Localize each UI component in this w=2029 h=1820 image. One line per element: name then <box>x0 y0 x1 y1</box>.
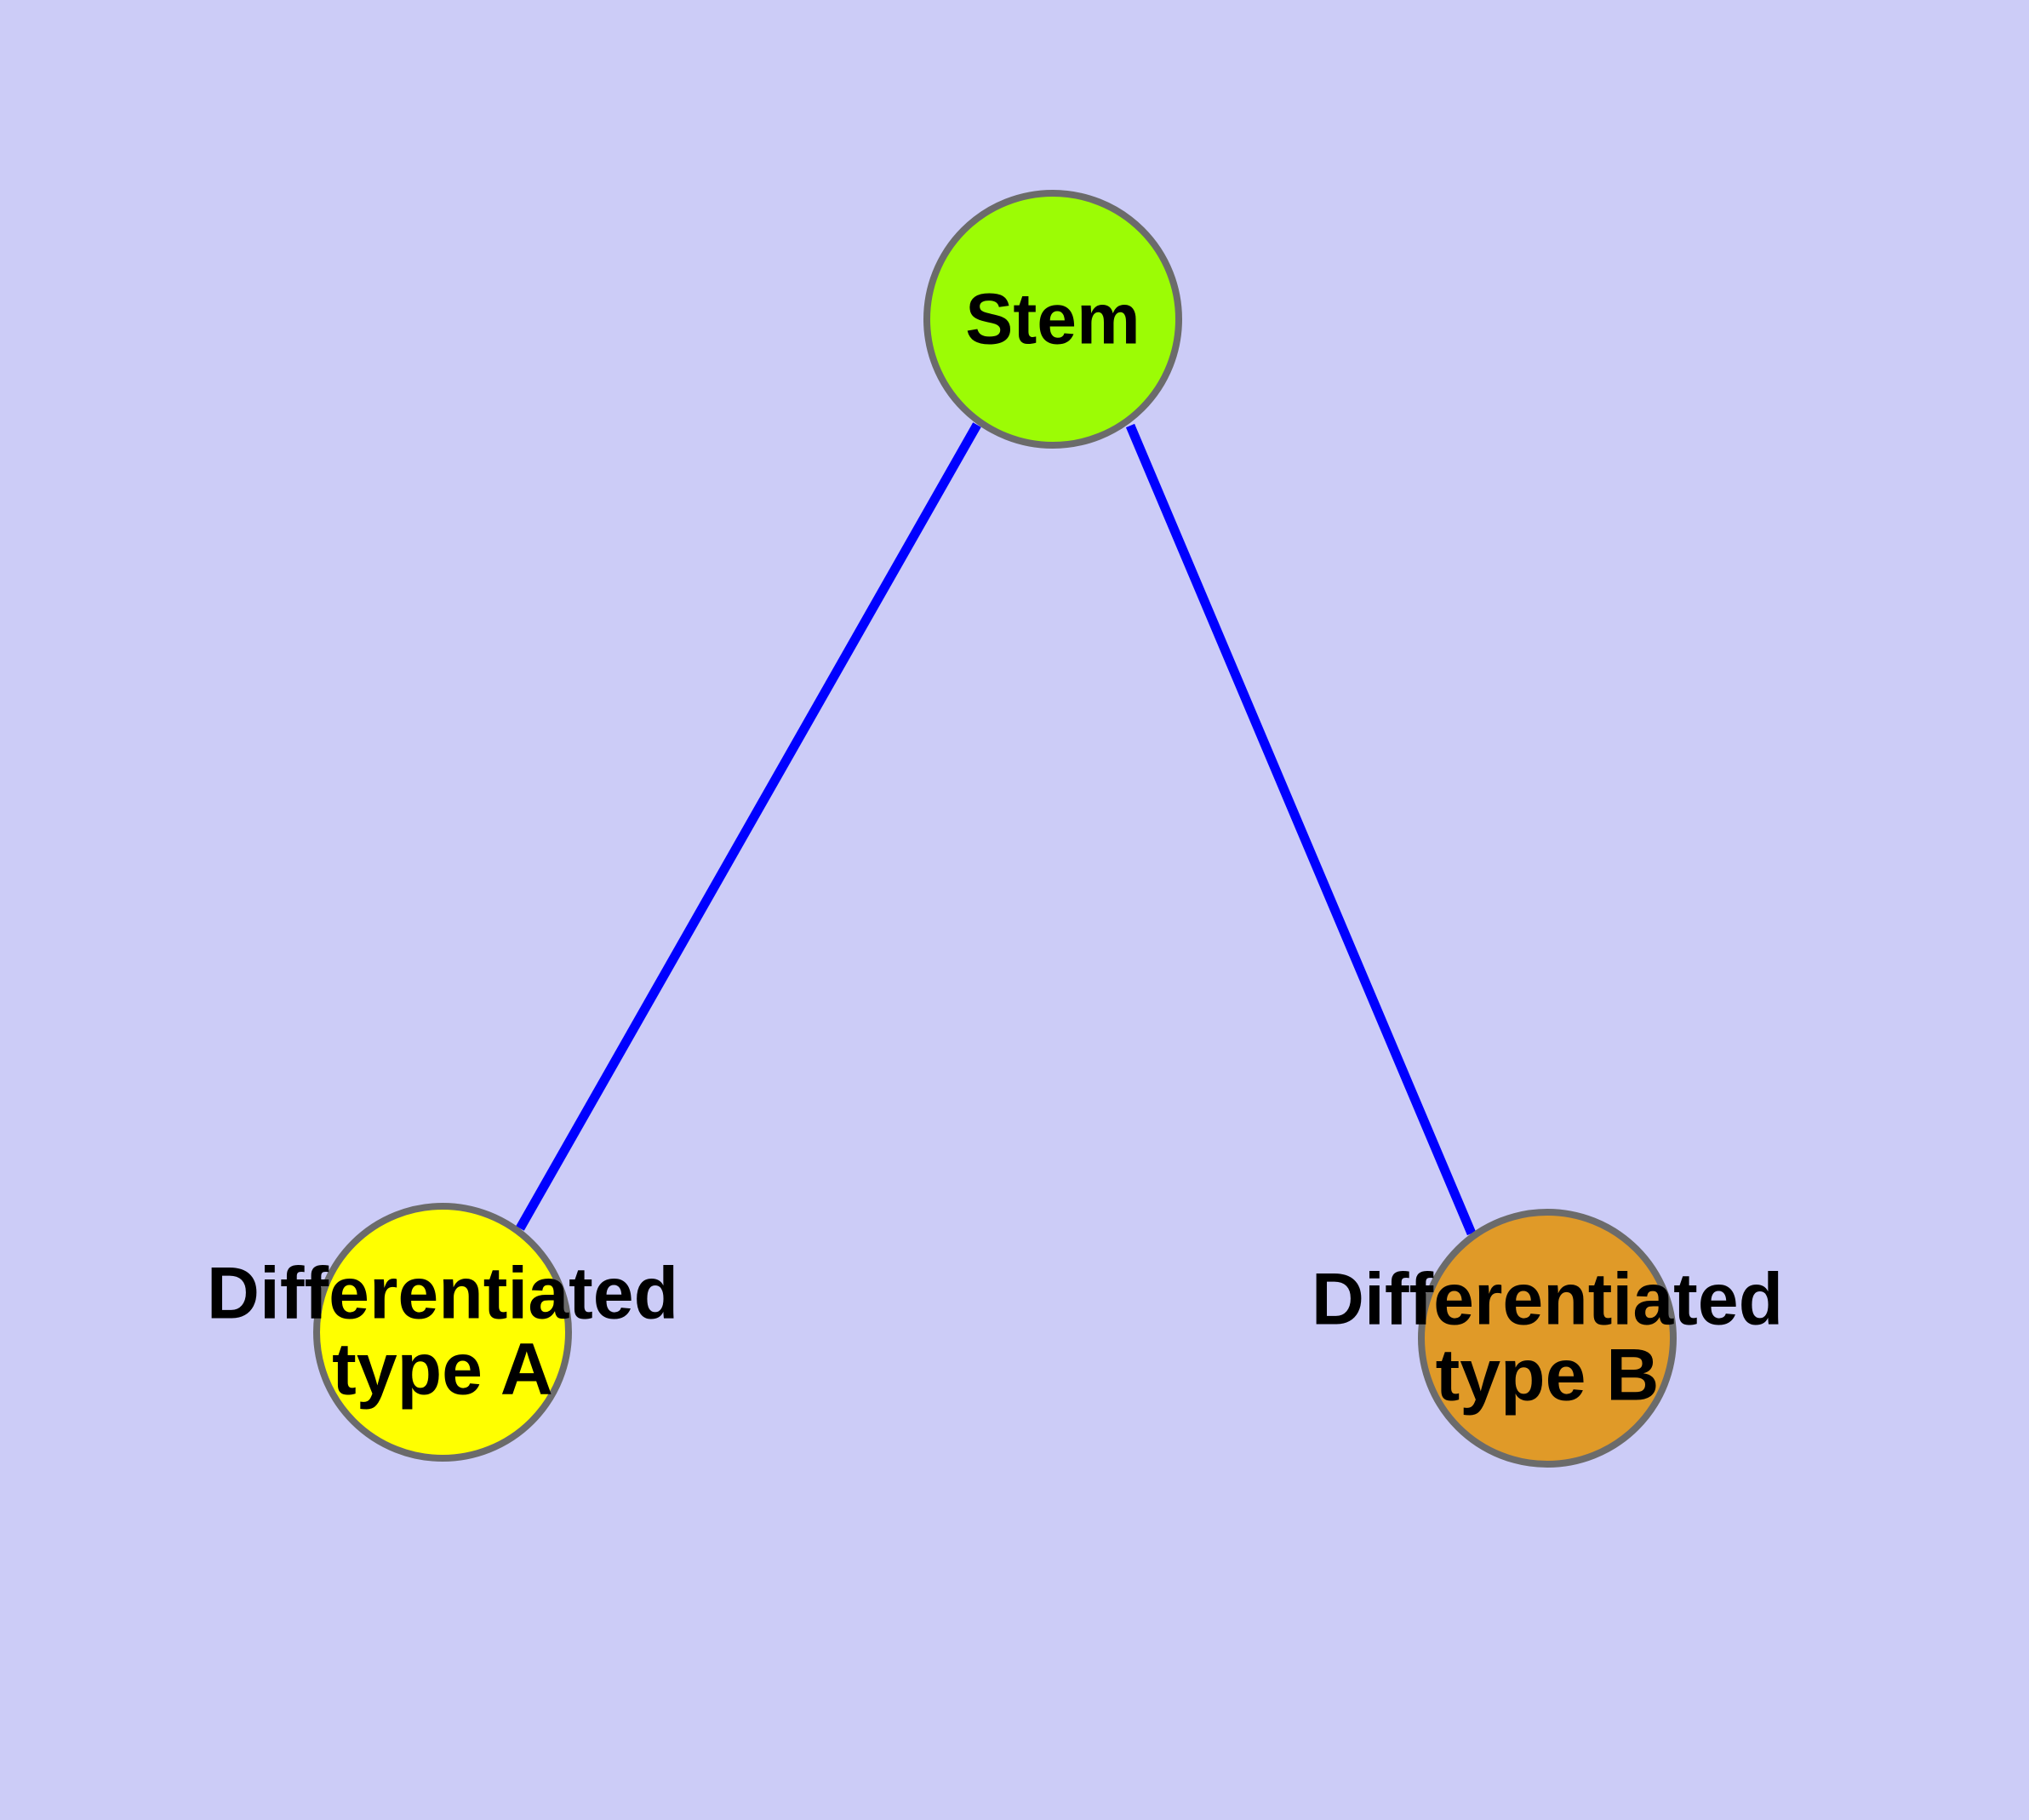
node-layer <box>313 190 1677 1468</box>
node-diff-a-circle[interactable] <box>313 1203 572 1462</box>
edge-stem-to-diff-b[interactable] <box>1125 423 1477 1236</box>
node-stem-circle[interactable] <box>923 190 1182 449</box>
edge-stem-to-diff-a[interactable] <box>516 422 981 1231</box>
edge-layer <box>516 422 1477 1236</box>
node-diff-b-circle[interactable] <box>1418 1209 1677 1468</box>
